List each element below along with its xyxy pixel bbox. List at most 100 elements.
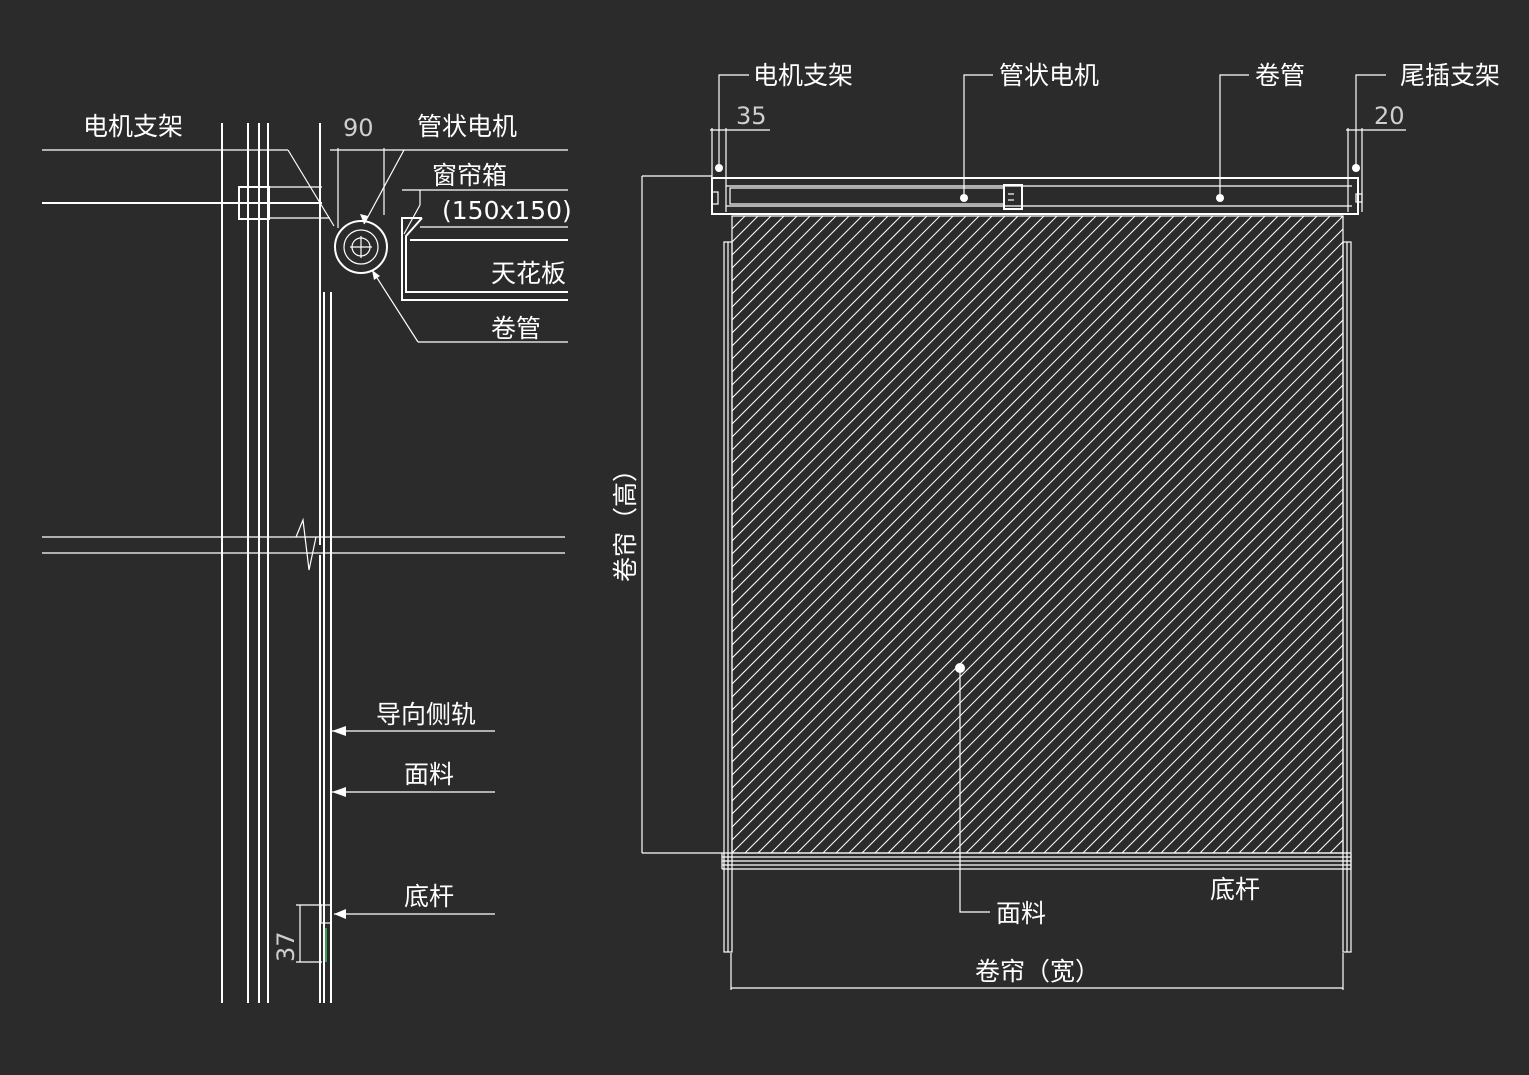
fabric-hatch-line [1108,618,1343,853]
fabric-hatch-line [1473,216,1529,853]
curtain-box-label: 窗帘箱 [432,161,507,190]
motor-head [1003,184,1023,210]
fabric-hatch-line [732,216,746,230]
fabric-hatch-line [732,216,1343,828]
fabric-hatch-line [1264,774,1343,853]
fabric-hatch-line [796,306,1343,853]
fabric-hatch-line [1225,735,1343,853]
fabric-hatch-line [809,319,1343,853]
fabric-hatch-line [732,216,1266,750]
fabric-hatch-line [732,216,1175,659]
fabric-hatch-line [732,216,1188,672]
fabric-hatch-line [732,216,902,386]
fabric-hatch-line [887,397,1343,853]
fabric-hatch-line [1121,631,1343,853]
fabric-hatch-line [732,216,759,243]
fabric-hatch-line [913,423,1343,853]
fabric-hatch-line [732,228,1343,841]
dim-37-label: 37 [272,931,300,962]
fabric-hatch-line [874,384,1343,853]
fabric-hatch-line [1408,216,1529,853]
fabric-hatch-line [732,216,954,438]
front-tubular-motor-label: 管状电机 [999,61,1099,90]
width-label: 卷帘（宽） [975,957,1100,986]
fabric-hatch-line [1342,852,1343,853]
fabric-hatch-line [1186,696,1343,853]
fabric-hatch-line [1329,839,1343,853]
front-view: 35 20 [611,61,1529,990]
fabric-hatch-line [926,436,1343,853]
section-motor-bracket-label: 电机支架 [83,112,183,141]
fabric-hatch-line [732,216,1149,633]
fabric-hatch-line [1147,657,1343,853]
fabric-hatch-line [732,216,837,321]
fabric-hatch-line [1434,216,1529,853]
fabric-hatch-line [1134,644,1343,853]
fabric-hatch-line [1095,605,1343,853]
fabric-hatch-line [757,267,1343,853]
fabric-hatch-line [732,216,1305,789]
fabric-hatch-line [835,345,1343,853]
fabric-hatch-line [1004,514,1343,853]
fabric-hatch-line [1251,761,1343,853]
fabric-hatch-line [1460,216,1529,853]
fabric-hatch-line [1395,216,1529,853]
fabric-hatch-line [732,216,1097,581]
fabric-hatch-line [952,462,1343,853]
fabric-hatch-line [732,216,785,269]
fabric-hatch-line [1056,566,1343,853]
dim-90-label: 90 [343,114,374,142]
dim-35-label: 35 [736,102,767,130]
fabric-hatch-line [1421,216,1529,853]
section-fabric-label: 面料 [404,760,454,789]
fabric-hatch-line [1043,553,1343,853]
dim-20-label: 20 [1374,102,1405,130]
fabric-hatch-line [732,216,1240,724]
fabric-hatch-line [783,293,1343,853]
fabric-hatch-line [732,216,889,373]
fabric-hatch-line [1486,216,1529,853]
fabric-hatch-line [1199,709,1343,853]
fabric-hatch-line [1173,683,1343,853]
fabric-hatch-line [732,216,1136,620]
fabric-hatch-line [1447,216,1529,853]
wall-lines [221,123,269,1003]
fabric-hatch-line [732,216,1045,529]
bottom-bar-section [320,904,332,924]
fabric-hatch-line [732,216,993,477]
fabric-hatch-line [732,216,1162,646]
fabric-hatch-line [732,216,863,347]
front-fabric-label: 面料 [996,899,1046,928]
fabric-hatch-line [732,216,1006,490]
fabric-hatch-line [1525,216,1529,853]
fabric-hatch-line [822,332,1343,853]
fabric-hatch-line [732,216,941,425]
headrail [711,177,1363,215]
fabric-hatch-line [991,501,1343,853]
fabric-hatch-line [1369,216,1529,853]
fabric-hatch-line [732,216,1084,568]
fabric-hatch-line [1030,540,1343,853]
section-roller-tube-label: 卷管 [491,314,541,343]
fabric-hatch-line [732,216,1032,516]
fabric-hatch-line [1160,670,1343,853]
fabric-hatch-line [732,216,1292,776]
section-tubular-motor-label: 管状电机 [417,112,517,141]
fabric-hatch-line [732,216,1071,555]
fabric-hatch-line [900,410,1343,853]
fabric-hatch-line [1290,800,1343,853]
fabric-hatch-line [732,216,967,451]
front-roller-tube-label: 卷管 [1255,61,1305,90]
fabric-hatch-line [732,216,980,464]
fabric-hatch-line [978,488,1343,853]
height-label: 卷帘（高） [611,457,640,582]
guide-rail-label: 导向侧轨 [376,700,476,729]
ceiling-label: 天花板 [491,259,566,288]
section-bottom-bar-label: 底杆 [404,882,454,911]
fabric-hatch-line [1499,216,1529,853]
fabric-hatch-line [1212,722,1343,853]
fabric-hatch-line [732,216,1279,763]
fabric-hatch-line [770,280,1343,853]
fabric-hatch-line [732,216,798,282]
